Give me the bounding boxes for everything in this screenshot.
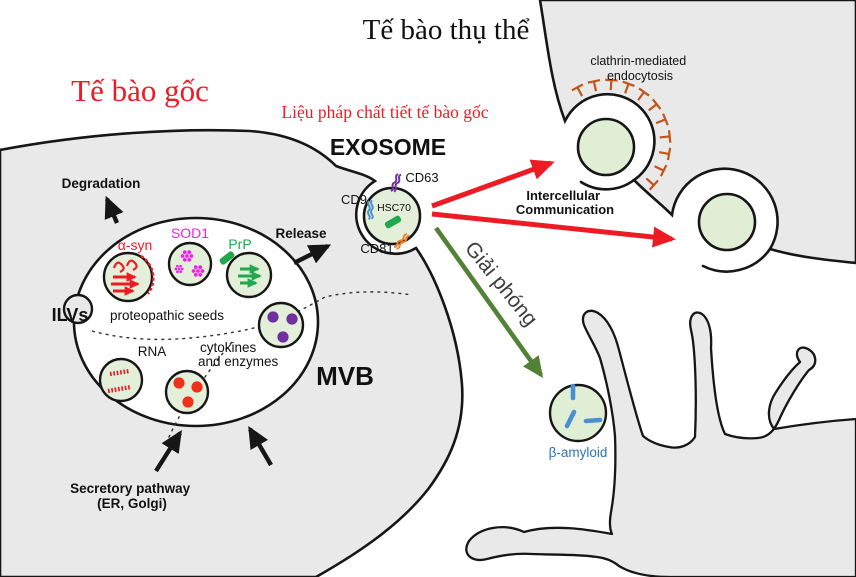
exosome-title: EXOSOME — [330, 134, 446, 160]
secretory-arrow-2 — [248, 425, 273, 467]
beta-amyloid-label: β-amyloid — [549, 445, 608, 460]
enzyme-granule-icon — [173, 377, 203, 408]
prp-membrane-rod-icon — [219, 251, 235, 265]
degradation-label: Degradation — [62, 176, 141, 191]
prp-aggregate-icon — [238, 264, 262, 288]
intercellular-arrow-1 — [431, 159, 555, 209]
rna-strand-icon — [107, 368, 132, 394]
cd9-receptor-icon — [366, 199, 374, 221]
endocytosed-exosome-2 — [697, 192, 757, 252]
alpha-syn-label: α-syn — [118, 237, 153, 253]
prp-label: PrP — [228, 236, 251, 252]
clathrin-coat-icon — [571, 78, 672, 191]
beta-amyloid-fibril-icon — [564, 383, 603, 429]
stem-cell-title: Tế bào gốc — [71, 73, 209, 108]
mvb-label: MVB — [316, 361, 374, 391]
cd81-receptor-icon — [393, 233, 410, 250]
ilv-sod1-vesicle — [167, 241, 213, 287]
degradation-arrow — [104, 195, 124, 224]
hsc70-protein-icon — [384, 215, 402, 229]
release-label: Release — [275, 226, 327, 241]
sod1-label: SOD1 — [171, 225, 209, 241]
cd63-receptor-icon — [390, 173, 402, 193]
secretory-arrow-1 — [154, 430, 182, 473]
proteopathic-seeds-label: proteopathic seeds — [110, 308, 224, 323]
endocytic-cup-lip-2 — [701, 247, 772, 273]
ilv-rna-vesicle — [98, 357, 144, 403]
rna-label: RNA — [138, 344, 167, 359]
cytokines-label: cytokines and enzymes — [198, 340, 279, 369]
sod1-aggregate-icon — [174, 250, 205, 277]
cytokine-granule-icon — [267, 311, 298, 343]
intercellular-arrow-2 — [431, 211, 676, 248]
release-arrow — [293, 244, 332, 265]
giai-phong-arrow — [434, 226, 544, 378]
ilv-budding-vesicle — [62, 293, 94, 325]
intercellular-communication-label: Intercellular Communication — [516, 188, 614, 217]
clathrin-endocytosis-label: clathrin-mediated endocytosis — [590, 54, 689, 83]
cd63-label: CD63 — [405, 170, 438, 185]
cd81-label: CD81 — [360, 241, 393, 256]
endocytic-cup-lip-1 — [579, 178, 636, 191]
receptor-cell-title: Tế bào thụ thể — [363, 14, 530, 46]
beta-amyloid-vesicle — [548, 383, 608, 443]
branched-cell-body — [465, 309, 856, 577]
hsc70-label: HSC70 — [377, 202, 411, 214]
ilvs-label: ILVs — [52, 305, 89, 325]
secretory-pathway-label: Secretory pathway (ER, Golgi) — [70, 481, 194, 511]
receptor-cell-body — [538, 0, 856, 265]
therapy-caption: Liệu pháp chất tiết tế bào gốc — [281, 102, 488, 122]
endocytosed-exosome-1 — [576, 117, 636, 177]
alpha-syn-aggregate-icon — [111, 254, 155, 296]
cd9-label: CD9 — [341, 192, 367, 207]
